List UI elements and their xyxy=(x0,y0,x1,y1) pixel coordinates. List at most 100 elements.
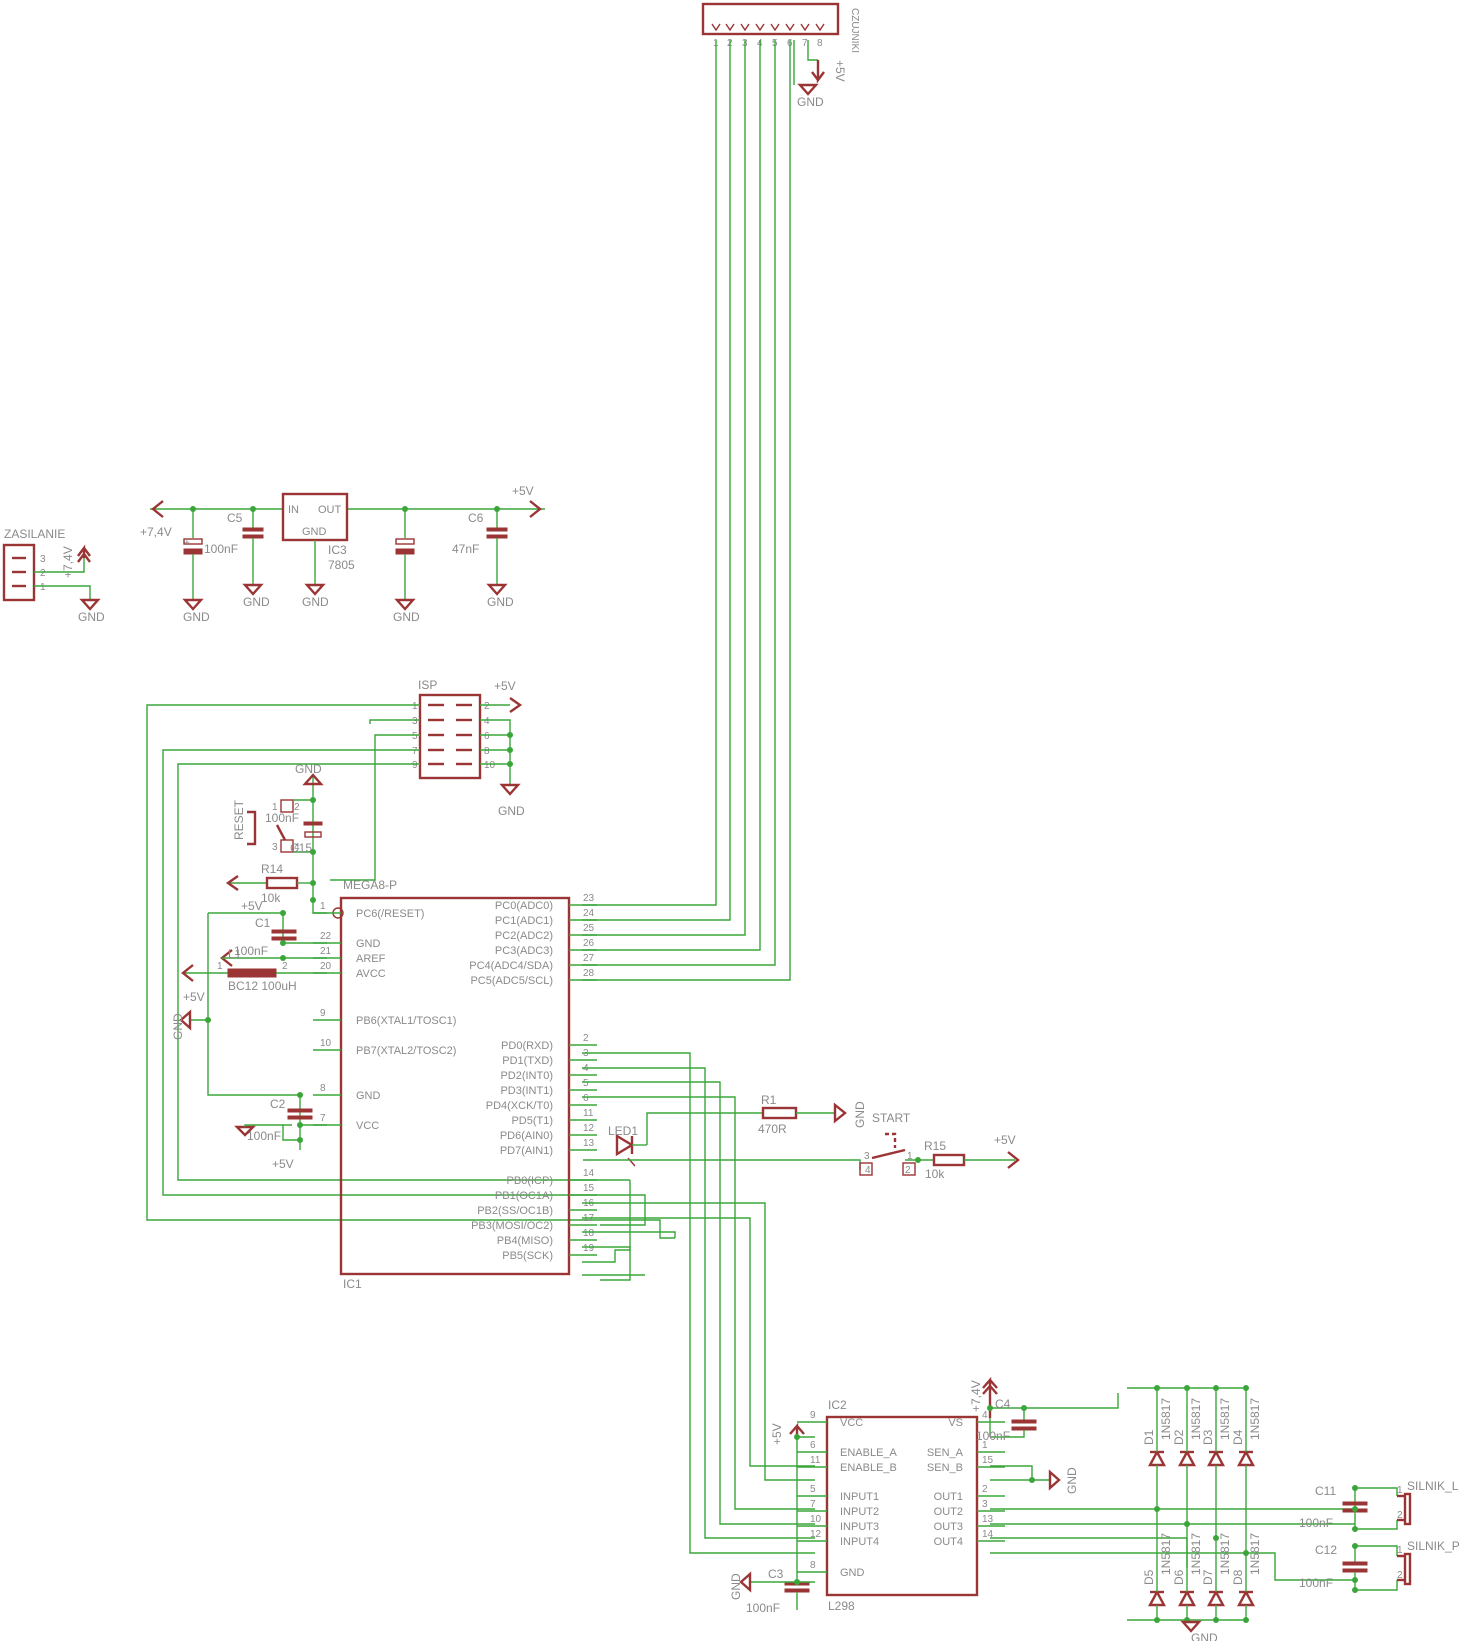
ic1-pin-num: 24 xyxy=(583,908,595,919)
c4-label: C4 xyxy=(995,1397,1011,1411)
r14-val: 10k xyxy=(261,891,281,905)
ic1-pin-name: AVCC xyxy=(356,968,386,980)
start-pin2: 2 xyxy=(905,1165,911,1176)
ic2-pin-num: 6 xyxy=(810,1440,816,1451)
c1-val: 100nF xyxy=(234,944,268,958)
ic2-pin-num: 10 xyxy=(810,1514,822,1525)
ic1-pin-num: 13 xyxy=(583,1138,595,1149)
c6-label: C6 xyxy=(468,511,484,525)
ic2-pin-num: 3 xyxy=(982,1499,988,1510)
gnd-label: GND xyxy=(393,610,420,624)
r14-label: R14 xyxy=(261,862,283,876)
ic1-pin-num: 14 xyxy=(583,1168,595,1179)
ic1-pin-num: 21 xyxy=(320,946,332,957)
zas-pin3: 3 xyxy=(40,554,46,565)
ic1-mega8: MEGA8-P IC1 1PC6(/RESET)22GND21AREF20AVC… xyxy=(313,878,597,1291)
ic1-pin-num: 9 xyxy=(320,1008,326,1019)
ic1-pin-name: PB2(SS/OC1B) xyxy=(477,1205,553,1217)
c12-val: 100nF xyxy=(1299,1576,1333,1590)
ic1-pin-num: 5 xyxy=(583,1078,589,1089)
diode-type: 1N5817 xyxy=(1248,1533,1262,1575)
p5v-label: +5V xyxy=(833,60,847,82)
ic2-pin-num: 2 xyxy=(982,1484,988,1495)
ic2-pin-num: 8 xyxy=(810,1560,816,1571)
ic1-pin-name: PD4(XCK/T0) xyxy=(486,1100,553,1112)
r1-label: R1 xyxy=(761,1093,777,1107)
gnd-label: GND xyxy=(797,95,824,109)
ic2-pin-num: 14 xyxy=(982,1529,994,1540)
silnik-l-pin1: 1 xyxy=(1397,1485,1403,1496)
silnik-p-label: SILNIK_P xyxy=(1407,1539,1460,1553)
c3-val: 100nF xyxy=(746,1601,780,1615)
gnd-label: GND xyxy=(183,610,210,624)
ic2-pin-num: 11 xyxy=(810,1455,821,1466)
diode-type: 1N5817 xyxy=(1189,1398,1203,1440)
ic1-pin-name: PD3(INT1) xyxy=(500,1085,553,1097)
ic1-pin-name: PB0(ICP) xyxy=(507,1175,553,1187)
ic2-pin-name: INPUT2 xyxy=(840,1506,879,1518)
ic2-pin-name: SEN_A xyxy=(927,1447,964,1459)
ic2-pin-name: OUT2 xyxy=(934,1506,963,1518)
diode-type: 1N5817 xyxy=(1218,1398,1232,1440)
diode-top-ref: D4 xyxy=(1231,1429,1245,1445)
ic1-pin-name: PB5(SCK) xyxy=(502,1250,553,1262)
ic1-pin-num: 26 xyxy=(583,938,595,949)
gnd-label: GND xyxy=(295,762,322,776)
zas-pin2: 2 xyxy=(40,568,46,579)
c2-label: C2 xyxy=(270,1097,286,1111)
ind-ref: L1 xyxy=(228,947,242,961)
ic2-pin-num: 1 xyxy=(982,1440,988,1451)
p5v-label: +5V xyxy=(241,899,263,913)
diode-top-ref: D1 xyxy=(1142,1429,1156,1445)
ic1-pin-num: 27 xyxy=(583,953,595,964)
ic2-pin-name: ENABLE_B xyxy=(840,1462,897,1474)
ic2-pin-num: 9 xyxy=(810,1410,816,1421)
ind-pin2: 2 xyxy=(282,961,288,972)
ic2-pin-num: 4 xyxy=(982,1410,988,1421)
ic1-pin-num: 18 xyxy=(583,1228,595,1239)
ic2-pin-name: VS xyxy=(948,1417,963,1429)
ic2-pin-name: INPUT4 xyxy=(840,1536,879,1548)
c2-val: 100nF xyxy=(247,1129,281,1143)
ic2-pin-name: OUT3 xyxy=(934,1521,963,1533)
silnik-l-pin2: 2 xyxy=(1397,1510,1403,1521)
isp-pin-left-3: 7 xyxy=(412,746,418,757)
r1-val: 470R xyxy=(758,1122,787,1136)
ic3-name: IC3 xyxy=(328,543,347,557)
isp-pin-right-3: 8 xyxy=(484,746,490,757)
diode-top-ref: D2 xyxy=(1172,1429,1186,1445)
gnd-label: GND xyxy=(729,1573,743,1600)
ic1-pin-num: 6 xyxy=(583,1093,589,1104)
gnd-label: GND xyxy=(78,610,105,624)
diode-type: 1N5817 xyxy=(1189,1533,1203,1575)
ic3-in: IN xyxy=(288,504,299,516)
gnd-label: GND xyxy=(243,595,270,609)
ic2-name: IC2 xyxy=(828,1398,847,1412)
ic2-pin-name: VCC xyxy=(840,1417,863,1429)
c11-label: C11 xyxy=(1315,1484,1336,1498)
ic1-pin-num: 7 xyxy=(320,1113,326,1124)
reset-pin3: 3 xyxy=(272,842,278,853)
p74v-label: +7,4V xyxy=(969,1380,983,1412)
start-pin3: 3 xyxy=(864,1151,870,1162)
ic1-pin-name: PB4(MISO) xyxy=(497,1235,553,1247)
reset-pin4: 4 xyxy=(294,842,300,853)
ic1-pin-name: PD7(AIN1) xyxy=(500,1145,553,1157)
czujniki-label: CZUJNIKI xyxy=(849,8,860,53)
gnd-label: GND xyxy=(498,804,525,818)
isp-pin-right-0: 2 xyxy=(484,701,490,712)
ic1-pin-name: AREF xyxy=(356,953,386,965)
ic2-pin-name: GND xyxy=(840,1567,865,1579)
ic1-pin-name: PB7(XTAL2/TOSC2) xyxy=(356,1045,456,1057)
diode-bot-ref: D7 xyxy=(1201,1569,1215,1585)
diode-bot-ref: D5 xyxy=(1142,1569,1156,1585)
silnik-l-label: SILNIK_L xyxy=(1407,1479,1459,1493)
c1-label: C1 xyxy=(255,916,271,930)
p5v-label: +5V xyxy=(512,484,534,498)
ic1-pin-num: 8 xyxy=(320,1083,326,1094)
reset-pin1: 1 xyxy=(272,802,278,813)
connector-zasilanie: 3 2 1 ZASILANIE xyxy=(2,527,65,602)
